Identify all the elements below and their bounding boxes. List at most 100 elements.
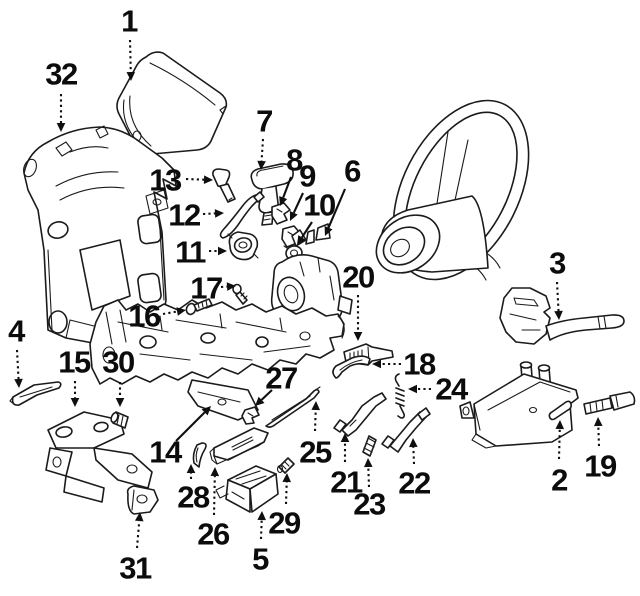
callout-arrowhead (555, 420, 565, 430)
callout-arrow (292, 192, 304, 214)
callout-30[interactable]: 30 (102, 345, 135, 408)
callout-8[interactable]: 8 (279, 143, 305, 207)
part-screw-29 (276, 457, 295, 474)
part-rail-26 (209, 427, 269, 465)
callout-number: 28 (177, 480, 210, 515)
callout-number: 25 (299, 435, 332, 470)
callout-arrow (212, 475, 216, 516)
callout-number: 16 (128, 299, 161, 334)
callout-22[interactable]: 22 (398, 438, 431, 501)
part-spring-24 (394, 373, 405, 419)
callout-6[interactable]: 6 (324, 154, 363, 237)
callout-number: 29 (268, 506, 301, 541)
callout-number: 7 (256, 104, 272, 139)
callout-arrowhead (203, 175, 213, 184)
callout-arrow (282, 176, 292, 198)
callout-number: 5 (252, 542, 269, 577)
callout-1[interactable]: 1 (121, 4, 140, 82)
callout-arrow (327, 188, 346, 229)
callout-number: 12 (168, 198, 200, 233)
callout-arrowhead (289, 211, 298, 221)
callout-arrowhead (408, 384, 417, 394)
callout-arrowhead (134, 512, 144, 522)
callout-26[interactable]: 26 (197, 467, 231, 552)
callout-4[interactable]: 4 (8, 314, 28, 389)
callout-20[interactable]: 20 (342, 260, 375, 342)
callout-arrow (301, 221, 313, 239)
callout-27[interactable]: 27 (255, 361, 298, 407)
steering-wheel-hub (375, 195, 489, 274)
callout-arrowhead (176, 307, 186, 316)
callout-number: 19 (584, 449, 617, 484)
callout-32[interactable]: 32 (45, 57, 78, 133)
callout-arrowhead (255, 396, 265, 406)
part-wedge-4 (9, 381, 62, 406)
callout-arrowhead (70, 398, 80, 407)
callout-28[interactable]: 28 (177, 464, 211, 515)
callout-number: 2 (551, 463, 567, 498)
callout-number: 26 (197, 517, 230, 552)
callout-arrowhead (115, 398, 125, 407)
callout-23[interactable]: 23 (353, 458, 387, 522)
callout-arrowhead (324, 226, 333, 236)
callout-arrowhead (279, 196, 288, 206)
callout-29[interactable]: 29 (268, 473, 302, 541)
callout-17[interactable]: 17 (190, 271, 236, 306)
parts-layer (9, 51, 636, 515)
part-lever-12 (219, 191, 265, 239)
callout-19[interactable]: 19 (584, 417, 618, 484)
part-screw-16 (185, 298, 213, 316)
part-clip-8 (271, 202, 291, 225)
callout-arrow (260, 389, 273, 401)
part-spring-23 (362, 435, 377, 457)
callout-arrowhead (282, 473, 292, 483)
callout-number: 23 (353, 487, 386, 522)
callout-number: 11 (175, 235, 206, 270)
callout-number: 20 (342, 260, 374, 295)
callout-number: 24 (435, 372, 469, 407)
callout-number: 3 (549, 246, 566, 281)
callout-number: 6 (344, 154, 361, 189)
callout-arrow (284, 481, 288, 505)
callout-7[interactable]: 7 (256, 104, 274, 171)
callout-24[interactable]: 24 (408, 372, 470, 407)
callout-14[interactable]: 14 (149, 406, 211, 470)
callout-number: 17 (190, 271, 222, 306)
callout-25[interactable]: 25 (299, 401, 333, 470)
callout-number: 21 (330, 465, 363, 500)
callout-5[interactable]: 5 (252, 511, 271, 577)
part-screw-17 (232, 283, 248, 305)
callout-arrowhead (340, 433, 350, 442)
callout-arrow (367, 466, 371, 488)
callout-arrow (202, 212, 216, 216)
callout-18[interactable]: 18 (372, 347, 437, 382)
callout-15[interactable]: 15 (58, 345, 92, 408)
callout-number: 30 (102, 345, 134, 380)
callout-10[interactable]: 10 (297, 188, 336, 246)
callout-21[interactable]: 21 (330, 433, 364, 500)
callout-arrowhead (186, 464, 196, 473)
callout-arrow (135, 520, 141, 549)
callout-arrowhead (56, 123, 66, 132)
callout-13[interactable]: 13 (149, 163, 213, 198)
callout-12[interactable]: 12 (168, 198, 224, 233)
callout-2[interactable]: 2 (551, 420, 569, 498)
part-clip-28 (192, 442, 207, 468)
callout-11[interactable]: 11 (175, 235, 227, 270)
callout-number: 4 (8, 314, 26, 349)
callout-arrowhead (210, 467, 220, 477)
callout-arrowhead (364, 458, 373, 468)
callout-31[interactable]: 31 (119, 512, 153, 586)
callout-number: 9 (299, 159, 316, 194)
part-strip-25 (265, 386, 321, 428)
callout-arrowhead (257, 511, 266, 521)
callout-3[interactable]: 3 (549, 246, 568, 321)
callout-arrow (597, 425, 601, 447)
callout-9[interactable]: 9 (289, 159, 318, 222)
callout-arrow (313, 409, 317, 432)
callout-number: 31 (119, 551, 152, 586)
part-bracket-15 (45, 411, 153, 503)
callout-16[interactable]: 16 (128, 299, 186, 334)
callout-arrow (162, 310, 178, 316)
